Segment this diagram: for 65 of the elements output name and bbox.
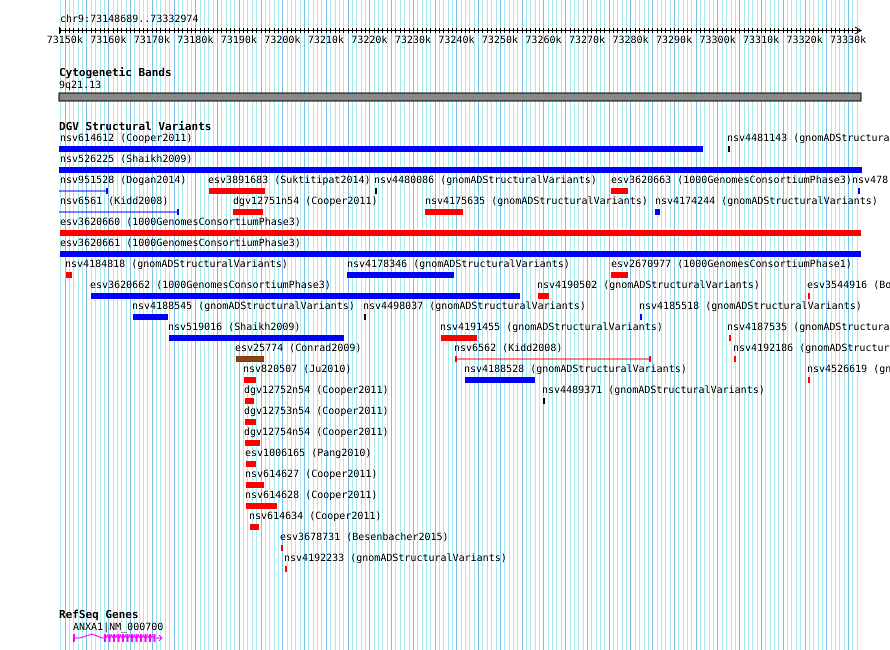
variant-label: nsv614612 (Cooper2011) [60, 133, 192, 145]
variant-label: esv3620661 (1000GenomesConsortiumPhase3) [60, 238, 301, 250]
axis-tick-label: 73220k [351, 35, 388, 47]
track-title: RefSeq Genes [59, 609, 138, 621]
variant-label: nsv4191455 (gnomADStructuralVariants) [440, 322, 663, 334]
axis-tick-label: 73330k [830, 35, 866, 47]
axis-tick-label: 73300k [699, 35, 736, 47]
variant-label: nsv4184818 (gnomADStructuralVariants) [65, 259, 288, 271]
variant-label: nsv519016 (Shaikh2009) [168, 322, 300, 334]
variant-label: nsv4489371 (gnomADStructuralVariants) [542, 385, 765, 397]
track-title: Cytogenetic Bands [59, 67, 172, 79]
variant-label: nsv4174244 (gnomADStructuralVariants) [655, 196, 878, 208]
variant-label: nsv6561 (Kidd2008) [60, 196, 168, 208]
variant-label: nsv4188545 (gnomADStructuralVariants) [132, 301, 355, 313]
axis-tick-label: 73260k [525, 35, 562, 47]
variant-label: nsv4175635 (gnomADStructuralVariants) [425, 196, 648, 208]
axis-tick-label: 73210k [308, 35, 344, 47]
gene-name-label: ANXA1|NM_000700 [73, 622, 164, 634]
axis-tick-label: 73240k [438, 35, 474, 47]
variant-label: nsv478 [852, 175, 888, 187]
variant-label: esv3891683 (Suktitipat2014) [208, 175, 371, 187]
variant-label: dgv12751n54 (Cooper2011) [233, 196, 378, 208]
axis-tick-label: 73270k [568, 35, 606, 47]
axis-tick-label: 73310k [743, 35, 780, 47]
track-title: DGV Structural Variants [59, 121, 212, 133]
variant-label: nsv6562 (Kidd2008) [454, 343, 562, 355]
variant-label: nsv4187535 (gnomADStructura [727, 322, 890, 334]
variant-label: nsv4190502 (gnomADStructuralVariants) [537, 280, 760, 292]
axis-tick-label: 73230k [394, 35, 431, 47]
axis-tick-label: 73280k [612, 35, 649, 47]
variant-label: nsv820507 (Ju2010) [243, 364, 352, 376]
variant-label: dgv12752n54 (Cooper2011) [244, 385, 388, 397]
variant-label: esv3620662 (1000GenomesConsortiumPhase3) [90, 280, 331, 292]
axis-tick-label: 73170k [134, 35, 170, 47]
variant-label: esv3620660 (1000GenomesConsortiumPhase3) [60, 217, 301, 229]
variant-label: nsv951528 (Dogan2014) [60, 175, 186, 187]
variant-label: esv1006165 (Pang2010) [245, 448, 372, 460]
axis-tick-label: 73190k [220, 35, 257, 47]
variant-label: nsv614628 (Cooper2011) [245, 490, 378, 502]
variant-label: nsv526225 (Shaikh2009) [60, 154, 192, 166]
variant-label: nsv4188528 (gnomADStructuralVariants) [464, 364, 687, 376]
axis-tick-label: 73200k [264, 35, 300, 47]
band-name-label: 9q21.13 [59, 80, 102, 92]
axis-tick-label: 73290k [656, 35, 692, 47]
variant-label: nsv4192186 (gnomADStructur [733, 343, 890, 355]
variant-label: nsv4178346 (gnomADStructuralVariants) [347, 259, 570, 271]
axis-tick-label: 73180k [177, 35, 214, 47]
variant-label: esv2670977 (1000GenomesConsortiumPhase1) [611, 259, 852, 271]
axis-tick-label: 73150k [46, 35, 83, 47]
variant-label: nsv4498037 (gnomADStructuralVariants) [363, 301, 586, 313]
variant-label: nsv4192233 (gnomADStructuralVariants) [284, 553, 507, 565]
variant-label: nsv4481143 (gnomADStructura [727, 133, 890, 145]
axis-tick-label: 73160k [90, 35, 126, 47]
coordinate-range-label: chr9:73148689..73332974 [60, 14, 198, 26]
variant-label: dgv12754n54 (Cooper2011) [244, 427, 388, 439]
variant-label: nsv614634 (Cooper2011) [249, 511, 382, 523]
axis-tick-label: 73250k [482, 35, 518, 47]
axis-tick-label: 73320k [786, 35, 823, 47]
variant-label: esv25774 (Conrad2009) [235, 343, 362, 355]
variant-label: esv3678731 (Besenbacher2015) [280, 532, 449, 544]
variant-label: esv3620663 (1000GenomesConsortiumPhase3) [611, 175, 852, 187]
variant-label: dgv12753n54 (Cooper2011) [244, 406, 388, 418]
variant-label: nsv614627 (Cooper2011) [245, 469, 378, 481]
variant-label: nsv4185518 (gnomADStructuralVariants) [639, 301, 862, 313]
variant-label: nsv4480086 (gnomADStructuralVariants) [374, 175, 597, 187]
